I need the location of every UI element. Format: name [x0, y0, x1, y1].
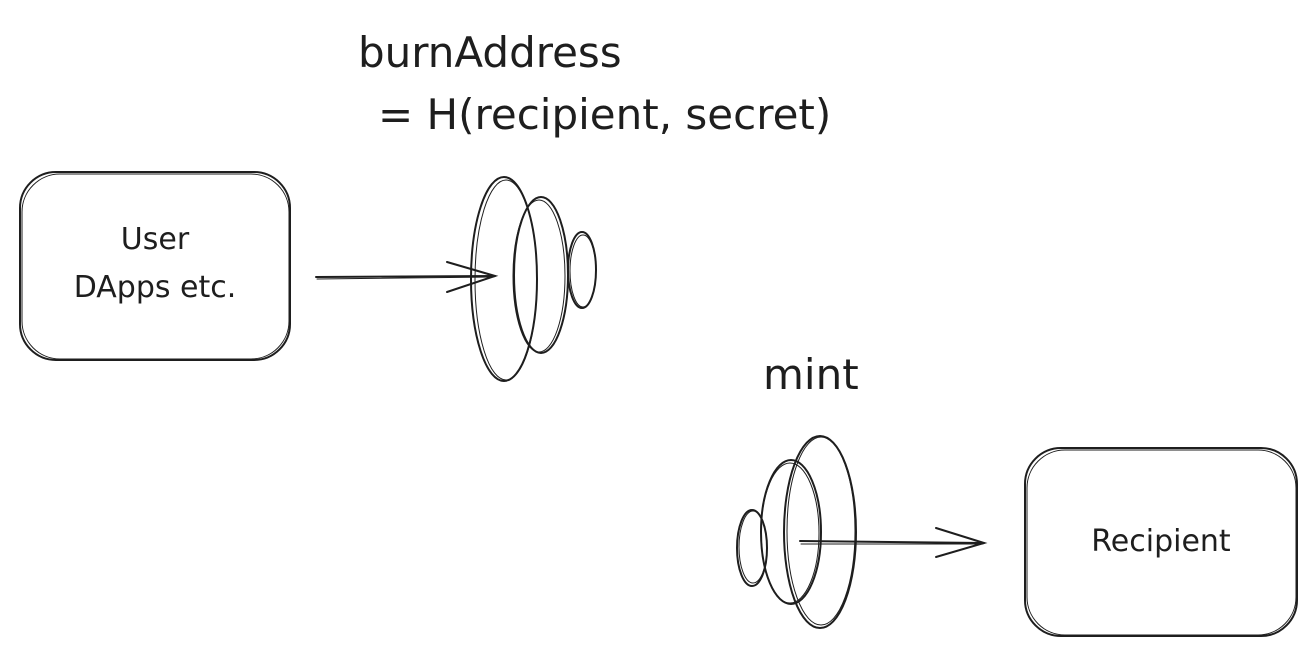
user-box-label: User DApps etc.: [20, 216, 290, 312]
mint-ellipses-icon: [736, 435, 857, 629]
user-box: [19, 171, 291, 361]
user-box-line1: User: [120, 222, 190, 257]
burn-ellipses-icon: [470, 176, 597, 382]
user-box-sketch: [21, 173, 290, 360]
burn-address-title: burnAddress: [358, 28, 622, 77]
mint-label: mint: [763, 350, 859, 399]
user-box-line2: DApps etc.: [73, 270, 237, 305]
arrow-to-recipient: [799, 527, 988, 558]
arrow-to-burn: [315, 261, 499, 293]
recipient-box: [1024, 447, 1298, 637]
burn-address-formula: = H(recipient, secret): [378, 90, 832, 139]
recipient-box-sketch: [1026, 449, 1297, 636]
recipient-box-label: Recipient: [1091, 524, 1231, 559]
